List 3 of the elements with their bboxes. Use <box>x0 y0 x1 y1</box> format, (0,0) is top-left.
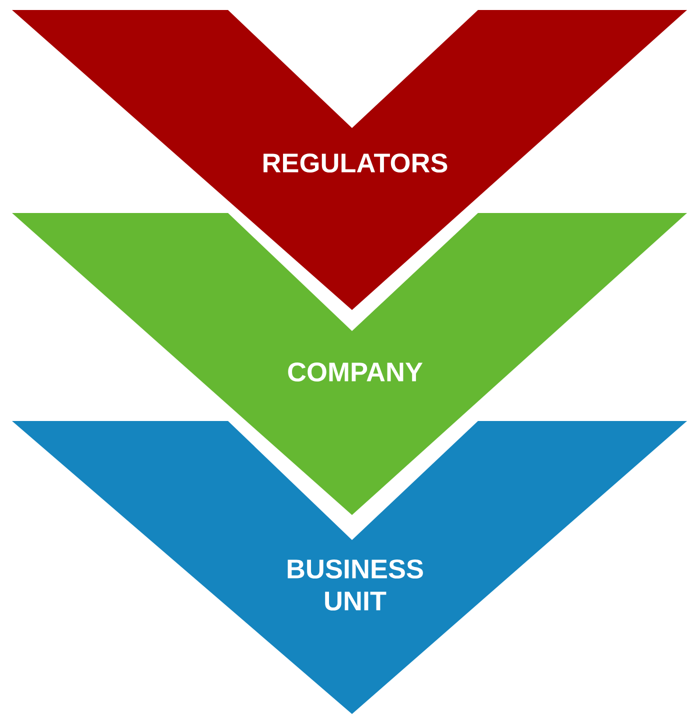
tier-band: COMPANY <box>12 213 687 515</box>
tier-band: REGULATORS <box>12 10 687 310</box>
tier-band: BUSINESS UNIT <box>12 421 687 714</box>
